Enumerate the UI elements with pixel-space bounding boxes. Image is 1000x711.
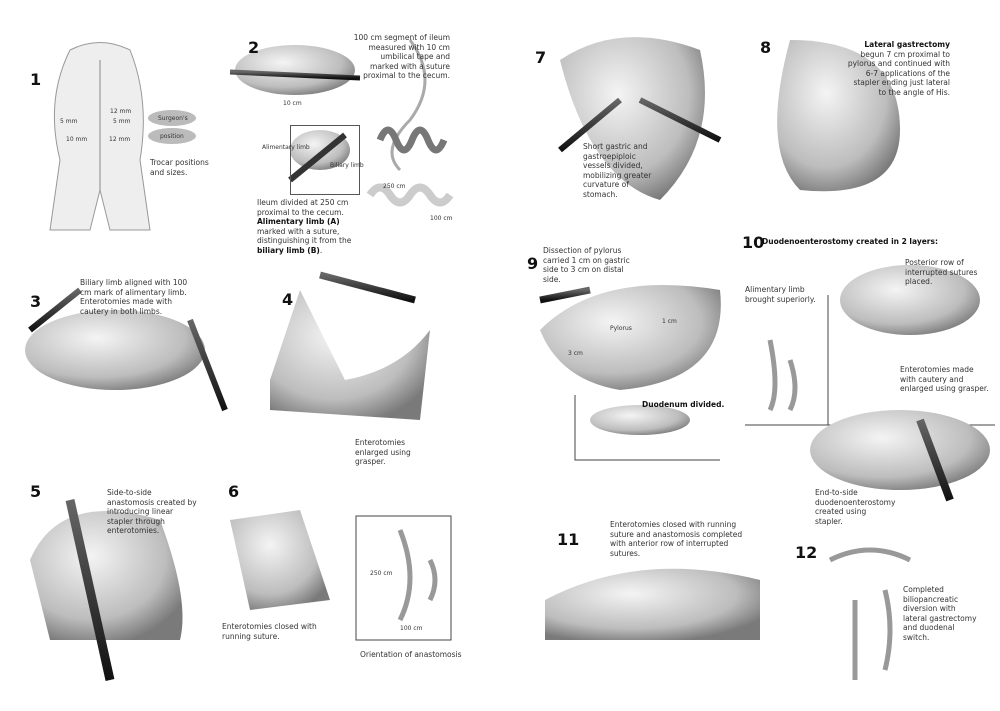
caption: Enterotomies closed with running suture. [222,622,317,641]
panel8-drawing [777,40,900,192]
caption: Lateral gastrectomy begun 7 cm proximal … [847,40,950,97]
caption: Trocar positions and sizes. [150,158,209,177]
panel6-drawing [230,510,330,610]
panel-title: Duodenoenterostomy created in 2 layers: [762,237,938,246]
panel12-drawing [828,547,912,680]
bowel-diagram [366,39,454,207]
panel5-drawing [30,511,183,640]
step-number: 10 [742,233,765,252]
pylorus-label: Pylorus [610,325,632,332]
step-number: 4 [282,290,294,309]
caption: Posterior row of interrupted sutures pla… [905,258,978,286]
caption: Short gastric and gastroepiploic vessels… [583,142,652,199]
step-number: 5 [30,482,42,501]
port-label: 5 mm [60,118,78,125]
port-label: 12 mm [109,136,131,143]
caption: Dissection of pylorus carried 1 cm on ga… [543,246,630,284]
panel10-drawing [840,265,980,335]
feet-label: Surgeon's [158,115,188,122]
step-number: 11 [557,530,580,549]
step-number: 3 [30,292,42,311]
caption: Enterotomies enlarged using grasper. [355,438,411,466]
step-number: 2 [248,38,260,57]
measure-label: 1 cm [662,318,677,325]
caption: Alimentary limb brought superiorly. [745,285,816,304]
caption: End-to-side duodenoenterostomy created u… [815,488,896,526]
caption: Biliary limb aligned with 100 cm mark of… [80,278,188,316]
measure-label: 100 cm [430,215,453,222]
inset-frame [574,395,720,461]
inset-caption: Duodenum divided. [642,400,725,409]
orientation-box [355,515,452,641]
panel3-drawing [25,310,205,390]
caption: Orientation of anastomosis [360,650,462,659]
panel4-drawing [270,290,430,420]
caption: Side-to-side anastomosis created by intr… [107,488,197,535]
measure-label: 250 cm [383,183,406,190]
ileum-drawing [235,45,355,95]
caption: Enterotomies made with cautery and enlar… [900,365,989,393]
panel9-drawing [540,285,721,390]
step-number: 9 [527,254,539,273]
caption: Completed biliopancreatic diversion with… [903,585,977,642]
limb-label: Alimentary limb [262,144,310,151]
panel11-drawing [545,568,760,640]
port-label: 5 mm [113,118,131,125]
caption: Ileum divided at 250 cm proximal to the … [257,198,352,255]
step-number: 1 [30,70,42,89]
measure-label: 10 cm [283,100,302,107]
body-figure [49,42,151,231]
feet-label: position [160,133,184,140]
limb-label: Biliary limb [330,162,364,169]
measure-label: 100 cm [400,625,423,632]
measure-label: 250 cm [370,570,393,577]
step-number: 6 [228,482,240,501]
port-label: 12 mm [110,108,132,115]
panel7-drawing [560,37,705,201]
measure-label: 3 cm [568,350,583,357]
step-number: 8 [760,38,772,57]
caption: 100 cm segment of ileum measured with 10… [353,33,450,80]
step-number: 12 [795,543,818,562]
caption: Enterotomies closed with running suture … [610,520,743,558]
port-label: 10 mm [66,136,88,143]
feet-icon [148,110,196,144]
inset-box [290,125,360,195]
step-number: 7 [535,48,547,67]
